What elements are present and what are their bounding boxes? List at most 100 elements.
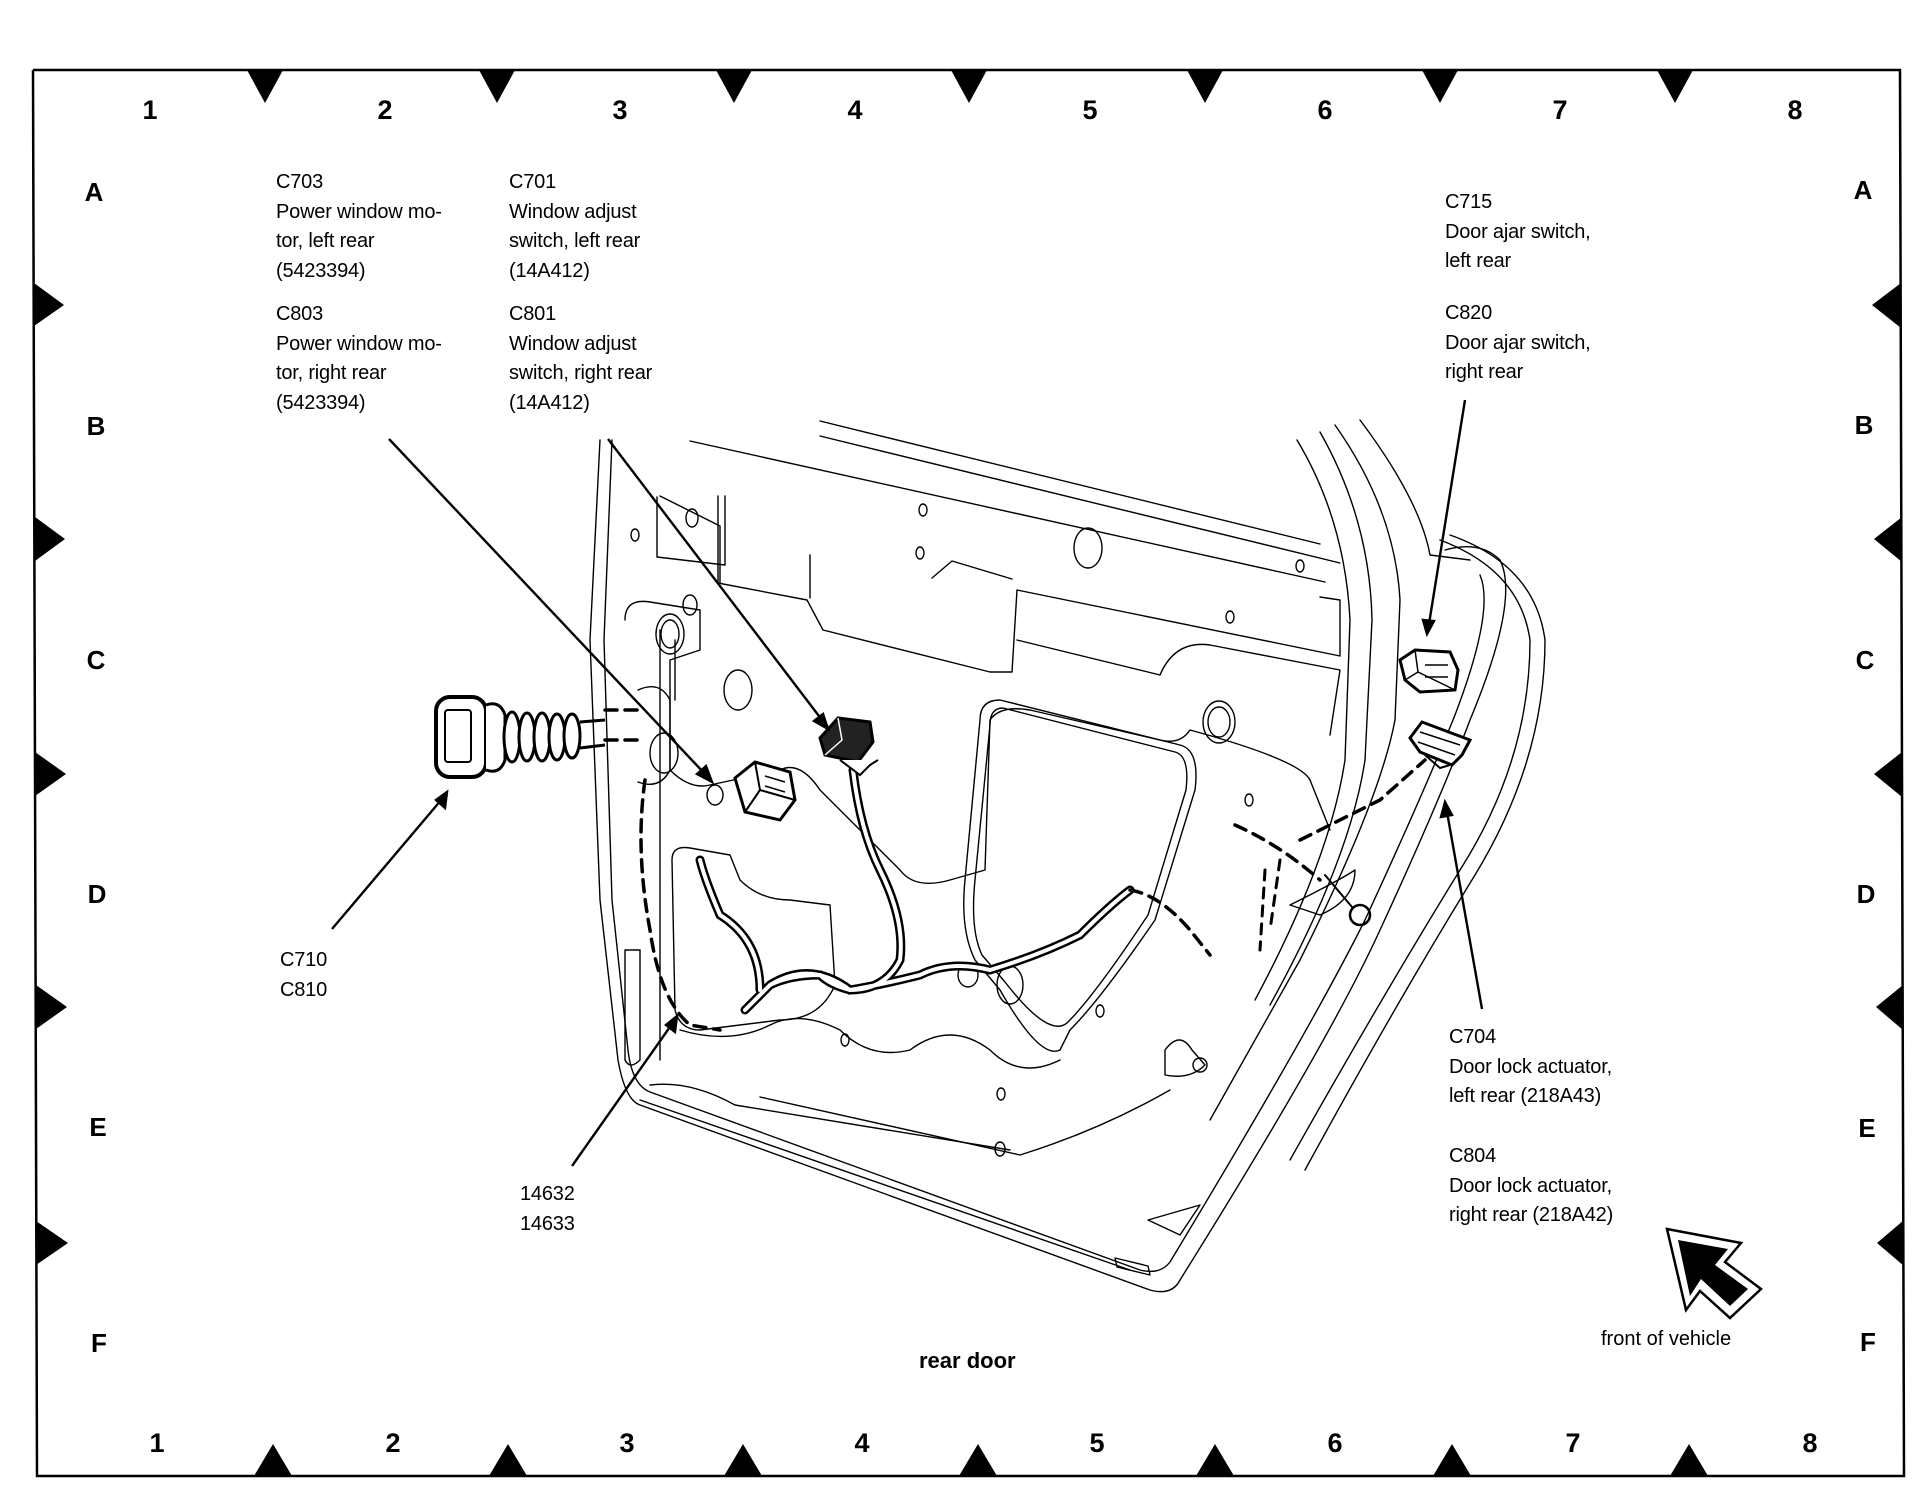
grid-row-left-a: A <box>84 177 104 207</box>
connector-description-line: Power window mo- <box>276 200 442 223</box>
belt-line-1 <box>819 420 1321 545</box>
leader-c704-c804 <box>1445 811 1484 1010</box>
connector-c715 <box>1398 648 1460 694</box>
grid-row-right-b: B <box>1854 410 1874 440</box>
harness-part-number: 14633 <box>520 1212 575 1235</box>
arrowhead-icon <box>811 712 831 732</box>
grid-column-top-5: 5 <box>1082 95 1098 125</box>
arrowhead-icon <box>434 789 449 811</box>
right-grid-markers <box>1872 283 1904 1266</box>
grid-column-top-7: 7 <box>1552 95 1568 125</box>
harness-main-inner <box>698 768 1132 1012</box>
diagram-title: rear door <box>919 1348 1016 1373</box>
pillar-line-3 <box>1209 424 1401 1121</box>
lock-bracket <box>1289 869 1356 916</box>
triangle-marker-icon <box>1874 517 1902 562</box>
leader-c710-c810 <box>331 798 443 930</box>
connector-description-line: (5423394) <box>276 259 366 282</box>
grid-row-left-e: E <box>89 1112 107 1142</box>
hinge-edge <box>659 629 676 1061</box>
harness-dashed-route <box>603 708 647 742</box>
callout-c803: C803 Power window mo- tor, right rear (5… <box>276 300 442 418</box>
callout-c820: C820 Door ajar switch, right rear <box>1445 299 1591 388</box>
arrowhead-icon <box>664 1013 679 1035</box>
arrowhead-icon <box>1439 798 1454 819</box>
triangle-marker-icon <box>254 1444 292 1476</box>
grid-column-top-6: 6 <box>1317 95 1333 125</box>
triangle-marker-icon <box>951 70 987 103</box>
front-of-vehicle-label: front of vehicle <box>1601 1328 1732 1350</box>
grid-column-top-8: 8 <box>1787 95 1803 125</box>
grid-column-bottom-3: 3 <box>619 1428 635 1458</box>
triangle-marker-icon <box>1433 1444 1471 1476</box>
grid-column-bottom-1: 1 <box>149 1428 165 1458</box>
triangle-marker-icon <box>1872 283 1901 328</box>
connector-description-line: Window adjust <box>509 200 637 223</box>
door-inner-edge <box>603 439 1485 1273</box>
callout-c710: C710 C810 <box>280 946 327 1005</box>
grid-column-bottom-2: 2 <box>385 1428 401 1458</box>
grid-column-top-2: 2 <box>377 95 393 125</box>
callout-c715: C715 Door ajar switch, left rear <box>1445 188 1591 277</box>
triangle-marker-icon <box>36 1221 68 1265</box>
grid-column-bottom-8: 8 <box>1802 1428 1818 1458</box>
triangle-marker-icon <box>959 1444 997 1476</box>
connector-description-line: switch, left rear <box>509 230 641 252</box>
sill-triangle-cutout <box>1147 1204 1201 1236</box>
front-edge-2 <box>1304 534 1546 1171</box>
connector-c704 <box>1408 720 1473 770</box>
triangle-marker-icon <box>35 517 65 561</box>
grid-column-bottom-4: 4 <box>854 1428 870 1458</box>
callout-14632: 14632 14633 <box>520 1180 575 1239</box>
diagram-border <box>31 68 1906 1478</box>
leader-c701-c801 <box>607 438 823 721</box>
connector-code: C803 <box>276 303 324 325</box>
top-grid-markers <box>247 70 1693 103</box>
connector-code: C701 <box>509 171 557 193</box>
harness-dashed-route <box>639 778 722 1032</box>
grid-row-left-d: D <box>87 879 107 909</box>
triangle-marker-icon <box>479 70 515 103</box>
triangle-marker-icon <box>1874 752 1902 797</box>
lock-fastener <box>1348 903 1372 927</box>
pillar-line-2 <box>1269 431 1373 1006</box>
connector-description-line: Door ajar switch, <box>1445 220 1591 243</box>
triangle-marker-icon <box>36 985 67 1029</box>
upper-panel-step <box>656 495 726 584</box>
triangle-marker-icon <box>1657 70 1693 103</box>
wiring-harness <box>603 708 1427 1032</box>
connector-code: C804 <box>1449 1145 1497 1167</box>
grommet <box>637 686 671 785</box>
door-outer-edge <box>589 439 1507 1293</box>
door-sill-inner <box>649 1083 1011 1151</box>
upper-panel-notch <box>809 554 1013 599</box>
grid-row-right-a: A <box>1853 175 1873 205</box>
connector-c701 <box>818 716 879 777</box>
connector-description-line: Door lock actuator, <box>1449 1174 1612 1197</box>
lower-access-opening <box>671 846 836 1031</box>
grid-column-bottom-5: 5 <box>1089 1428 1105 1458</box>
callout-c704: C704 Door lock actuator, left rear (218A… <box>1449 1023 1612 1112</box>
harness-dashed-route <box>1258 858 1282 952</box>
grid-row-left-b: B <box>86 411 106 441</box>
harness-dashed-route <box>1233 758 1427 882</box>
connector-code: C715 <box>1445 191 1493 213</box>
triangle-marker-icon <box>1877 1220 1904 1266</box>
connector-code: C820 <box>1445 302 1493 324</box>
grid-row-right-d: D <box>1856 879 1876 909</box>
grid-row-right-c: C <box>1855 645 1875 675</box>
connector-description-line: (14A412) <box>509 259 590 282</box>
connector-description-line: Door ajar switch, <box>1445 331 1591 354</box>
belt-line-3 <box>689 440 1326 583</box>
large-access-hole-inner <box>972 707 1188 1027</box>
connector-code: C704 <box>1449 1026 1497 1048</box>
pillar-line-4 <box>1359 419 1471 561</box>
triangle-marker-icon <box>247 70 283 103</box>
callout-c801: C801 Window adjust switch, right rear (1… <box>509 300 652 418</box>
triangle-marker-icon <box>1876 985 1903 1030</box>
connector-description-line: left rear <box>1445 250 1512 272</box>
grid-row-right-f: F <box>1860 1327 1876 1357</box>
callout-c804: C804 Door lock actuator, right rear (218… <box>1449 1142 1613 1231</box>
